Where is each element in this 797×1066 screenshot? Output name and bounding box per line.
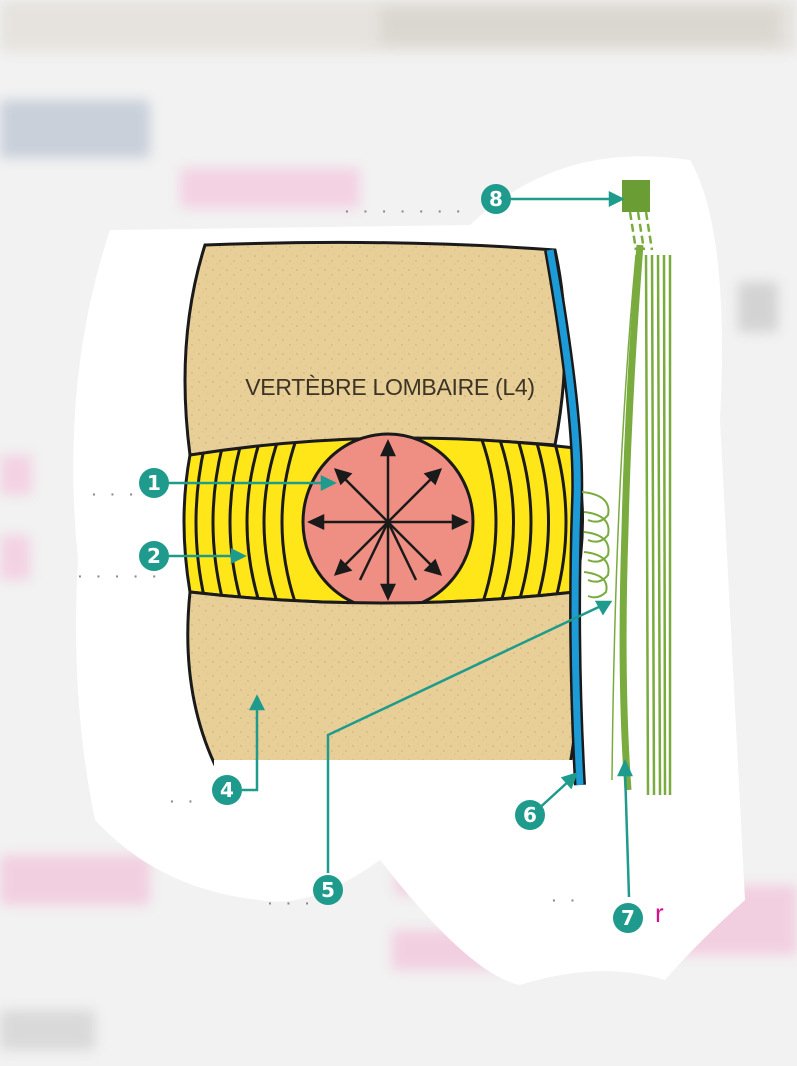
callout-badge-4[interactable]: 4 [212,775,242,805]
callout-badge-6[interactable]: 6 [515,800,545,830]
partial-magenta-text: r [655,898,664,929]
dotted-leader-4: · · [170,793,198,809]
lower-vertebra-body [188,592,579,765]
callout-badge-5[interactable]: 5 [313,875,343,905]
vertebra-label: VERTÈBRE LOMBAIRE (L4) [185,374,595,401]
callout-badge-7[interactable]: 7 [613,903,643,933]
callout-badge-2[interactable]: 2 [139,541,169,571]
dotted-leader-8: · · · · · · · [345,203,466,219]
lower-vertebra-cut [214,760,574,768]
callout-badge-1[interactable]: 1 [139,468,169,498]
nerve-root-top [622,180,650,212]
callout-badge-8[interactable]: 8 [481,184,511,214]
upper-vertebra-body [185,242,565,455]
dotted-leader-7: · · [552,892,580,908]
